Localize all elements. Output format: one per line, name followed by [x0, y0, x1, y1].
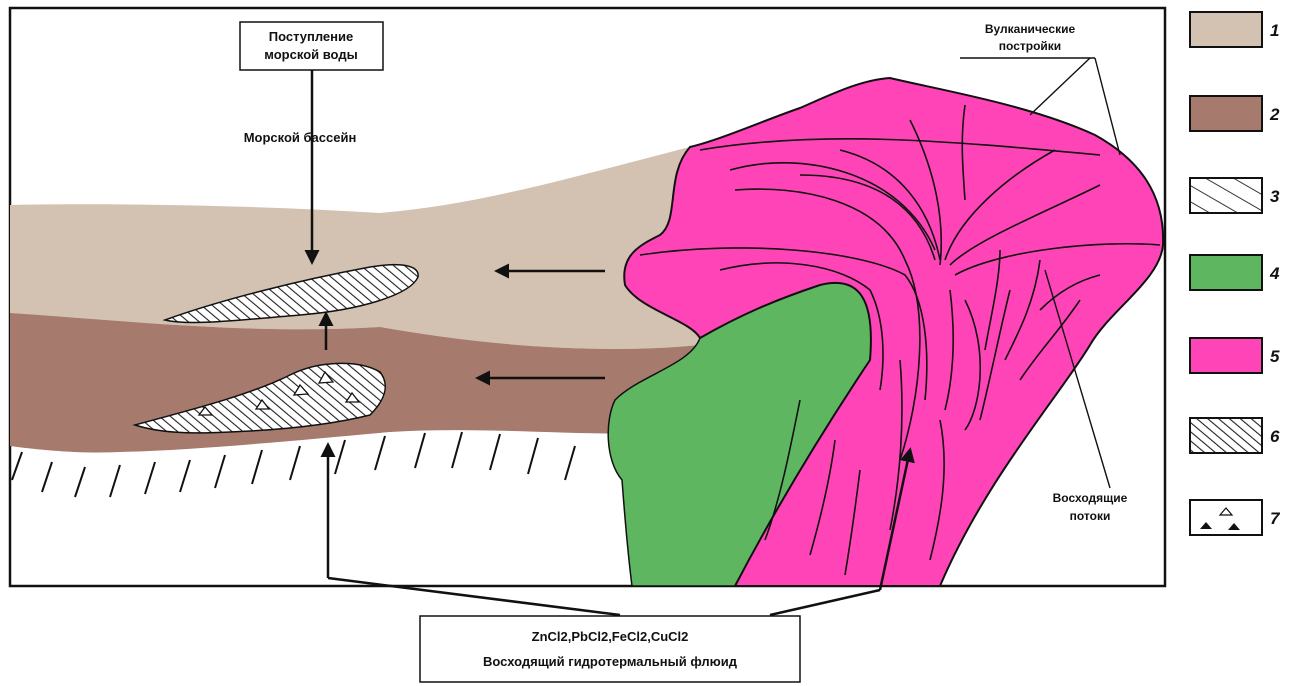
legend-number-2: 2 [1269, 105, 1280, 124]
legend-number-3: 3 [1270, 187, 1280, 206]
legend-swatch-3 [1190, 178, 1262, 213]
legend: 1 2 3 4 5 6 7 [1190, 12, 1281, 535]
volcanic-label-line1: Вулканические [985, 22, 1076, 36]
bottom-fluid-label: ZnCl2,PbCl2,FeCl2,CuCl2 Восходящий гидро… [420, 616, 800, 682]
seawater-intake-label: Поступление морской воды [240, 22, 383, 70]
volcanic-label-line2: постройки [999, 39, 1061, 53]
seawater-box-line1: Поступление [269, 29, 354, 44]
legend-number-7: 7 [1270, 509, 1281, 528]
legend-swatch-2 [1190, 96, 1262, 131]
bottom-caption: Восходящий гидротермальный флюид [483, 654, 738, 669]
ascending-flows-line1: Восходящие [1053, 491, 1128, 505]
legend-number-1: 1 [1270, 21, 1279, 40]
legend-swatch-4 [1190, 255, 1262, 290]
bottom-formula: ZnCl2,PbCl2,FeCl2,CuCl2 [532, 629, 689, 644]
ascending-flows-line2: потоки [1070, 509, 1111, 523]
legend-number-4: 4 [1269, 264, 1280, 283]
legend-number-5: 5 [1270, 347, 1280, 366]
legend-swatch-5 [1190, 338, 1262, 373]
seawater-box-line2: морской воды [264, 47, 357, 62]
legend-swatch-7 [1190, 500, 1262, 535]
legend-swatch-6 [1190, 418, 1262, 453]
legend-number-6: 6 [1270, 427, 1280, 446]
legend-swatch-1 [1190, 12, 1262, 47]
sea-basin-label: Морской бассейн [244, 130, 357, 145]
